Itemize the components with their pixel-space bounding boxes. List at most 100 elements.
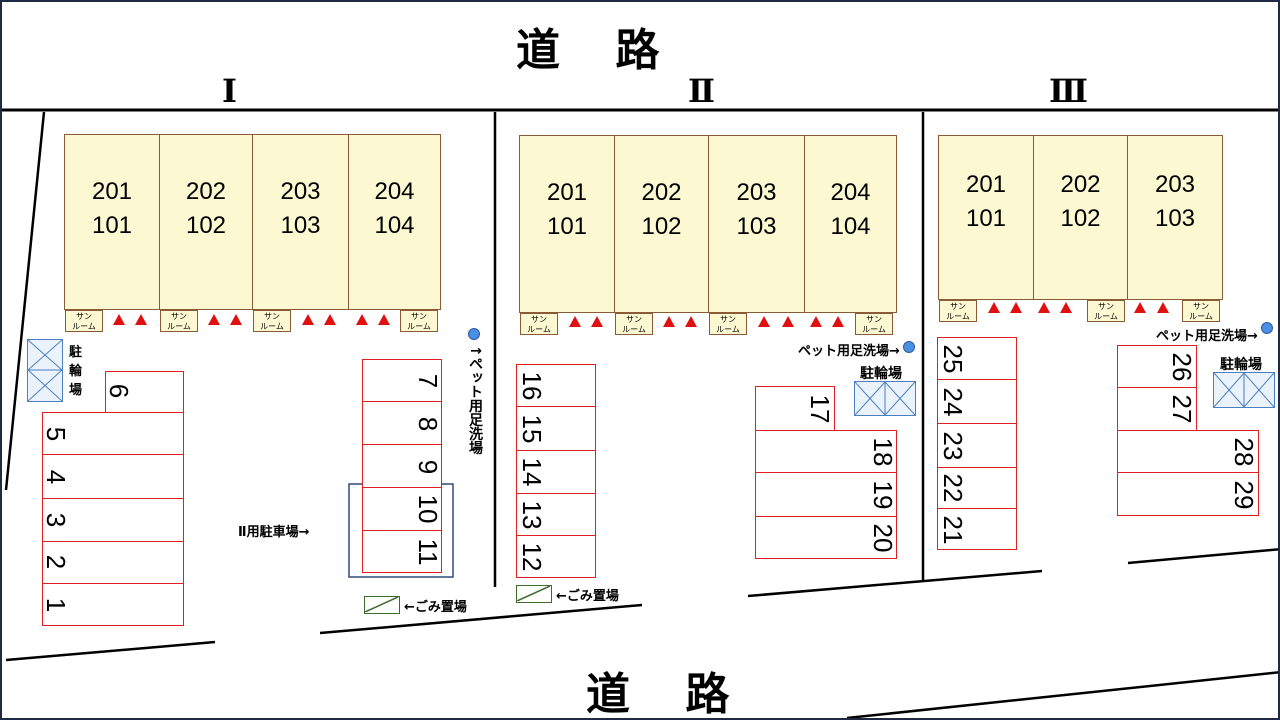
- unit-upper: 203: [280, 178, 321, 205]
- bicycle-label: 駐 輪 場: [69, 345, 83, 398]
- parking-number: 19: [868, 480, 898, 510]
- parking-number: 1: [41, 597, 71, 613]
- entrance-marker: [1157, 302, 1169, 313]
- parking-number: 23: [938, 431, 968, 461]
- left-boundary: [4, 111, 46, 491]
- parking-slot-22[interactable]: [937, 467, 1017, 509]
- entrance-marker: [810, 316, 822, 327]
- parking-slot-2[interactable]: [42, 541, 184, 584]
- parking-slot-10[interactable]: [362, 487, 442, 531]
- pet-wash-label: ペット用足洗場→: [798, 344, 900, 359]
- unit-lower: 103: [280, 212, 321, 239]
- parking-slot-18[interactable]: [755, 430, 897, 473]
- parking-slot-20[interactable]: [755, 516, 897, 559]
- entrance-marker: [832, 316, 844, 327]
- parking-slot-9[interactable]: [362, 444, 442, 488]
- pet-wash-icon: [1261, 322, 1273, 334]
- bottom-road-label: 道 路: [586, 669, 750, 720]
- trash-area-icon: [516, 585, 552, 603]
- parking-slot-21[interactable]: [937, 508, 1017, 550]
- entrance-marker: [378, 314, 390, 325]
- entrance-marker: [988, 302, 1000, 313]
- parking-number: 3: [41, 512, 71, 528]
- bicycle-parking: [854, 381, 916, 416]
- sunroom: サン ルーム: [65, 310, 103, 332]
- sunroom: サン ルーム: [615, 313, 653, 335]
- pet-wash-icon: [468, 328, 480, 340]
- trash-area-icon: [364, 596, 400, 614]
- parking-slot-28[interactable]: [1117, 430, 1259, 473]
- parking-slot-26[interactable]: [1117, 345, 1197, 388]
- parking-number: 7: [413, 373, 443, 389]
- parking-number: 21: [938, 515, 968, 545]
- entrance-marker: [1060, 302, 1072, 313]
- entrance-marker: [1010, 302, 1022, 313]
- unit-lower: 103: [736, 213, 777, 240]
- entrance-marker: [1038, 302, 1050, 313]
- unit-upper: 201: [91, 178, 133, 205]
- parking-number: 13: [517, 500, 547, 530]
- bicycle-parking: [1213, 372, 1275, 408]
- parking-number: 26: [1167, 352, 1197, 382]
- pet-wash-label: ↑ペット用足洗場: [467, 345, 483, 455]
- parking-slot-25[interactable]: [937, 337, 1017, 380]
- bottom-edge-d: [1127, 548, 1278, 565]
- block-label-1: Ⅰ: [222, 72, 237, 110]
- top-road-label: 道 路: [516, 25, 680, 76]
- block2-parking-label: Ⅱ用駐車場→: [238, 525, 310, 540]
- parking-slot-11[interactable]: [362, 530, 442, 573]
- entrance-marker: [208, 314, 220, 325]
- unit-upper: 204: [374, 178, 415, 205]
- trash-area-label: ←ごみ置場: [556, 589, 619, 604]
- unit-upper: 201: [546, 179, 588, 206]
- parking-slot-6[interactable]: [105, 371, 184, 413]
- parking-slot-24[interactable]: [937, 379, 1017, 424]
- parking-number: 24: [938, 387, 968, 417]
- parking-slot-1[interactable]: [42, 583, 184, 626]
- unit-upper: 204: [830, 179, 871, 206]
- parking-number: 28: [1229, 437, 1259, 467]
- pet-wash-label: ペット用足洗場→: [1156, 329, 1258, 344]
- unit-upper: 202: [641, 179, 682, 206]
- entrance-marker: [113, 314, 125, 325]
- parking-slot-12[interactable]: [516, 535, 596, 578]
- unit-lower: 102: [185, 212, 227, 239]
- parking-slot-14[interactable]: [516, 450, 596, 494]
- bottom-edge-a: [5, 640, 216, 662]
- parking-number: 25: [938, 344, 968, 374]
- entrance-marker: [230, 314, 242, 325]
- entrance-marker: [356, 314, 368, 325]
- parking-slot-27[interactable]: [1117, 387, 1197, 431]
- entrance-marker: [685, 316, 697, 327]
- parking-number: 2: [41, 554, 71, 570]
- bicycle-label: 駐輪場: [860, 366, 902, 382]
- sunroom: サン ルーム: [160, 310, 198, 332]
- parking-slot-16[interactable]: [516, 364, 596, 407]
- unit-upper: 202: [185, 178, 227, 205]
- parking-slot-3[interactable]: [42, 498, 184, 542]
- parking-slot-7[interactable]: [362, 359, 442, 402]
- parking-slot-15[interactable]: [516, 406, 596, 451]
- parking-number: 17: [805, 394, 835, 424]
- unit-lower: 104: [374, 212, 415, 239]
- parking-slot-13[interactable]: [516, 493, 596, 536]
- unit-upper: 203: [736, 179, 777, 206]
- bottom-road-far: [846, 671, 1278, 718]
- parking-slot-29[interactable]: [1117, 472, 1259, 516]
- parking-number: 9: [413, 459, 443, 475]
- parking-slot-4[interactable]: [42, 454, 184, 499]
- bottom-edge-b: [319, 603, 643, 635]
- parking-number: 6: [104, 383, 134, 399]
